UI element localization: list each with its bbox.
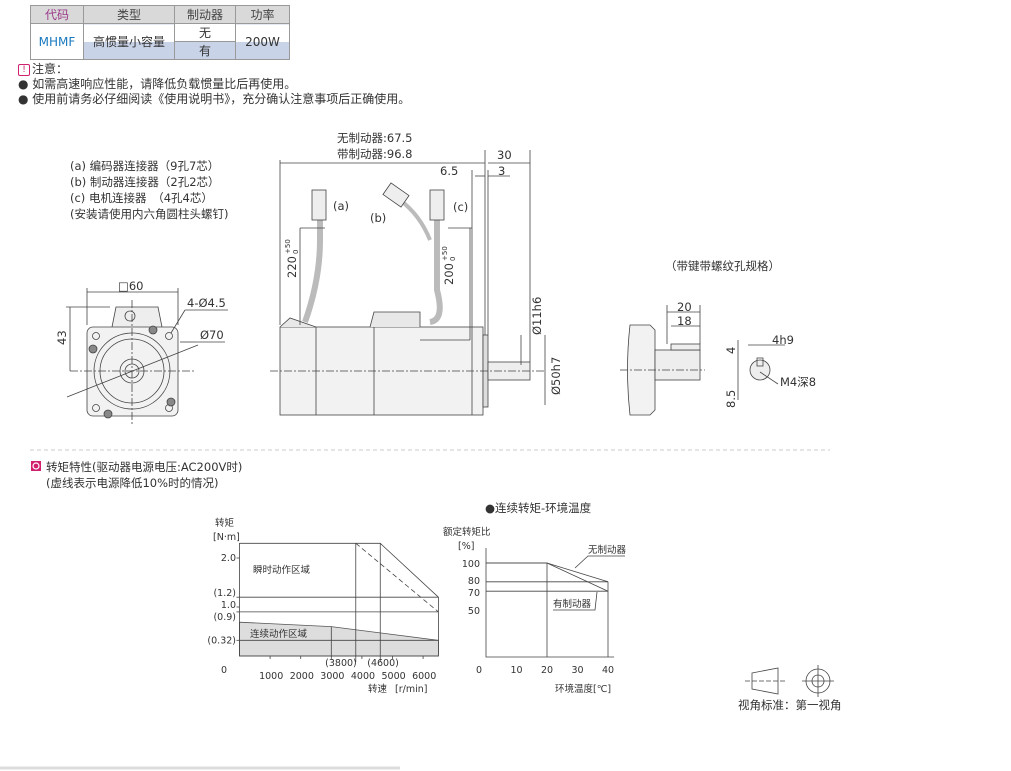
torque-speed-chart: 1000 2000 3000 4000 5000 6000 0 2.0 (1.2)1.0(0.9… <box>207 517 439 695</box>
tolerance-zero-cable-a: 0 <box>292 250 300 254</box>
leader-line <box>574 555 625 569</box>
dim-key-8-5: 8.5 <box>724 390 738 408</box>
note-item: 使用前请务必仔细阅读《使用说明书》，充分确认注意事项后正确使用。 <box>32 92 411 106</box>
dim-pcd: Ø70 <box>200 328 224 342</box>
x-tick-label: 30 <box>571 665 583 676</box>
annotation-4600: (4600) <box>367 658 399 669</box>
dim-3: 3 <box>498 164 505 178</box>
x-tick-label: 0 <box>476 665 482 676</box>
dim-key-4: 4 <box>724 347 738 354</box>
key-view <box>620 305 785 416</box>
legend-no-brake: 无制动器 <box>588 544 627 556</box>
connector-a-label: (a) 编码器连接器（9孔7芯） <box>70 159 219 173</box>
axes <box>485 547 615 658</box>
label-b: (b) <box>370 211 386 225</box>
torque-section-title: 转矩特性(驱动器电源电压:AC200V时) <box>46 460 242 474</box>
front-view <box>66 288 228 425</box>
x-tick-label: 2000 <box>290 671 314 682</box>
dim-key-width: 4h9 <box>772 333 794 347</box>
dim-cable-a: 220 <box>285 256 299 278</box>
instantaneous-region-label: 瞬时动作区域 <box>253 564 311 576</box>
label-a: (a) <box>333 199 349 213</box>
y-tick-label: 50 <box>468 606 480 617</box>
notes-title: 注意： <box>32 62 69 76</box>
y-tick-label: (0.9) <box>213 612 236 623</box>
header-type: 类型 <box>83 5 175 24</box>
y-tick-label: 80 <box>468 576 480 587</box>
y-tick-label: (1.2) <box>213 588 236 599</box>
table-row: MHMF 高惯量小容量 无 200W <box>30 23 290 60</box>
dashed-limit-line <box>355 542 439 613</box>
y-axis-unit: [%] <box>458 541 474 552</box>
chart-title: ●连续转矩-环境温度 <box>485 501 592 515</box>
dim-holes: 4-Ø4.5 <box>187 296 226 310</box>
x-axis-label: 环境温度[℃] <box>555 683 611 695</box>
dim-square: □60 <box>118 279 144 293</box>
x-tick-label: 10 <box>510 665 522 676</box>
note-item: 如需高速响应性能，请降低负载惯量比后再使用。 <box>32 77 297 91</box>
spec-table: 代码 类型 制动器 功率 MHMF 高惯量小容量 无 200W 有 <box>30 5 290 60</box>
cell-code: MHMF <box>30 23 84 60</box>
x-tick-label: 5000 <box>382 671 406 682</box>
legend-brake: 有制动器 <box>553 598 592 610</box>
y-axis-unit: [N·m] <box>213 532 240 543</box>
dim-6-5: 6.5 <box>440 164 458 178</box>
label-c: (c) <box>453 200 468 214</box>
x-tick-label: 1000 <box>259 671 283 682</box>
cell-brake-yes: 有 <box>174 41 236 60</box>
x-tick-label: 20 <box>541 665 553 676</box>
x-tick-label: 3000 <box>320 671 344 682</box>
y-axis-label: 转矩 <box>215 517 235 529</box>
connector-legend: (a) 编码器连接器（9孔7芯） (b) 制动器连接器（2孔2芯） (c) 电机… <box>70 159 228 221</box>
x-axis-unit: [r/min] <box>395 684 427 695</box>
mounting-note: (安装请使用内六角圆柱头螺钉) <box>70 207 228 221</box>
connector-c-label: (c) 电机连接器 （4孔4芯） <box>70 191 213 205</box>
tolerance-zero-cable-c: 0 <box>449 257 457 261</box>
notes: !注意： ● 如需高速响应性能，请降低负载惯量比后再使用。 ● 使用前请务必仔细… <box>18 62 411 106</box>
dim-height: 43 <box>55 330 69 345</box>
y-tick-label: 70 <box>468 588 480 599</box>
table-header-row: 代码 类型 制动器 功率 <box>30 5 290 24</box>
table-row: 有 <box>31 41 290 60</box>
dim-shaft-dia: Ø11h6 <box>530 297 544 335</box>
first-angle-projection-icon <box>745 665 834 697</box>
view-standard-label: 视角标准：第一视角 <box>738 698 842 712</box>
leader-line <box>553 591 598 611</box>
x-tick-label: 40 <box>602 665 614 676</box>
dim-length-brake: 带制动器:96.8 <box>337 147 412 161</box>
dim-thread: M4深8 <box>780 375 816 389</box>
cell-power: 200W <box>235 23 290 60</box>
tolerance-plus-cable-a: +50 <box>284 239 292 254</box>
continuous-region-label: 连续动作区域 <box>250 628 308 640</box>
key-spec-title: （带键带螺纹孔规格） <box>665 259 780 273</box>
warning-icon: ! <box>18 63 30 76</box>
dim-30: 30 <box>497 148 512 162</box>
dim-spigot-dia: Ø50h7 <box>549 357 563 395</box>
x-tick-label: 0 <box>221 665 227 676</box>
dim-cable-c: 200 <box>442 263 456 285</box>
dim-key-18: 18 <box>677 314 692 328</box>
side-view <box>270 150 546 416</box>
cell-type: 高惯量小容量 <box>83 23 175 60</box>
annotation-3800: (3800) <box>325 658 357 669</box>
y-tick-label: (0.32) <box>207 635 236 646</box>
torque-section-subtitle: (虚线表示电源降低10%时的情况) <box>46 476 219 490</box>
header-code: 代码 <box>30 5 84 24</box>
section-marker-icon <box>31 461 41 471</box>
y-tick-label: 1.0 <box>221 600 236 611</box>
instantaneous-region-outline <box>239 542 439 657</box>
y-tick-label: 100 <box>462 559 480 570</box>
y-tick-label: 2.0 <box>221 553 236 564</box>
x-tick-label: 6000 <box>412 671 436 682</box>
x-tick-label: 4000 <box>351 671 375 682</box>
connector-b-label: (b) 制动器连接器（2孔2芯） <box>70 175 220 189</box>
y-axis-label: 额定转矩比 <box>443 526 491 538</box>
tolerance-plus-cable-c: +50 <box>441 246 449 261</box>
dim-length-no-brake: 无制动器:67.5 <box>337 131 412 145</box>
x-axis-label: 转速 <box>368 683 388 695</box>
dim-key-20: 20 <box>677 300 692 314</box>
header-brake: 制动器 <box>174 5 236 24</box>
